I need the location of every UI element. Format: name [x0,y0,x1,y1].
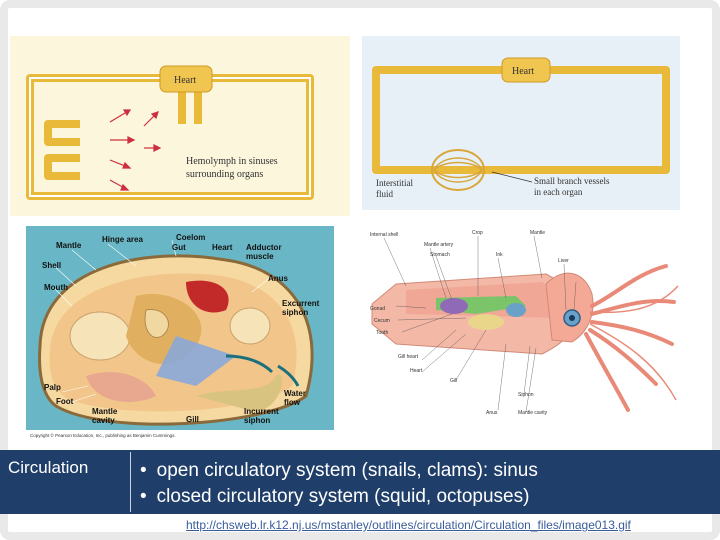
squid-label-ink: Ink [496,252,503,258]
squid-label-anus: Anus [486,410,498,416]
squid-label-internal-shell: Internal shell [370,232,398,238]
clam-label-excurrent-2: siphon [282,308,308,317]
clam-label-heart: Heart [212,243,233,252]
clam-label-mantle-cavity-1: Mantle [92,407,118,416]
clam-label-gut: Gut [172,243,186,252]
clam-label-adductor-1: Adductor [246,243,282,252]
clam-label-mantle: Mantle [56,241,82,250]
squid-label-mantle-artery: Mantle artery [424,242,454,248]
clam-label-hinge: Hinge area [102,235,143,244]
clam-label-adductor-2: muscle [246,252,274,261]
squid-label-gill: Gill [450,378,457,384]
squid-label-gonad: Gonad [370,306,385,312]
clam-label-anus: Anus [268,274,289,283]
squid-label-mantle: Mantle [530,230,545,236]
bullet-list: open circulatory system (snails, clams):… [140,458,538,510]
branch-label-2: in each organ [534,187,583,197]
squid-label-siphon: Siphon [518,392,534,398]
squid-anatomy-diagram: Internal shell Crop Mantle Mantle artery… [366,214,682,436]
clam-anatomy-diagram: Coelom Hinge area Mantle Gut Heart Adduc… [26,226,334,440]
caption-divider [130,452,131,512]
hemolymph-caption-1: Hemolymph in sinuses [186,156,278,167]
clam-label-excurrent-1: Excurrent [282,299,320,308]
heart-label-2: Heart [512,66,534,77]
squid-label-crop: Crop [472,230,483,236]
clam-label-palp: Palp [44,383,61,392]
clam-label-mantle-cavity-2: cavity [92,416,115,425]
hemolymph-caption-2: surrounding organs [186,169,263,180]
squid-label-tooth: Tooth [376,330,388,336]
squid-label-mantle-cavity: Mantle cavity [518,410,548,416]
source-link[interactable]: http://chsweb.lr.k12.nj.us/mstanley/outl… [186,518,631,532]
branch-label-1: Small branch vessels [534,176,610,186]
clam-label-water-2: flow [284,398,301,407]
squid-label-liver: Liver [558,258,569,264]
squid-label-stomach: Stomach [430,252,450,258]
interstitial-label-2: fluid [376,189,393,199]
clam-label-incurrent-2: siphon [244,416,270,425]
clam-label-coelom: Coelom [176,233,205,242]
slide-title: Circulation [8,458,89,477]
bullet-open-circulation: open circulatory system (snails, clams):… [140,458,538,484]
clam-copyright: Copyright © Pearson Education, Inc., pub… [30,432,176,438]
squid-label-cecum: Cecum [374,318,390,324]
interstitial-label-1: Interstitial [376,178,413,188]
closed-circulation-diagram: Heart Interstitial fluid Small branch ve… [362,36,680,210]
squid-label-gill-heart: Gill heart [398,354,419,360]
open-circulation-diagram: Heart Hemolymph in sinuses surrounding o… [10,36,350,216]
clam-label-gill: Gill [186,415,199,424]
clam-label-mouth: Mouth [44,283,68,292]
heart-label: Heart [174,75,196,86]
clam-label-shell: Shell [42,261,61,270]
squid-label-heart: Heart [410,368,423,374]
clam-label-water-1: Water [284,389,306,398]
bullet-closed-circulation: closed circulatory system (squid, octopu… [140,484,538,510]
clam-label-foot: Foot [56,397,74,406]
clam-label-incurrent-1: Incurrent [244,407,279,416]
